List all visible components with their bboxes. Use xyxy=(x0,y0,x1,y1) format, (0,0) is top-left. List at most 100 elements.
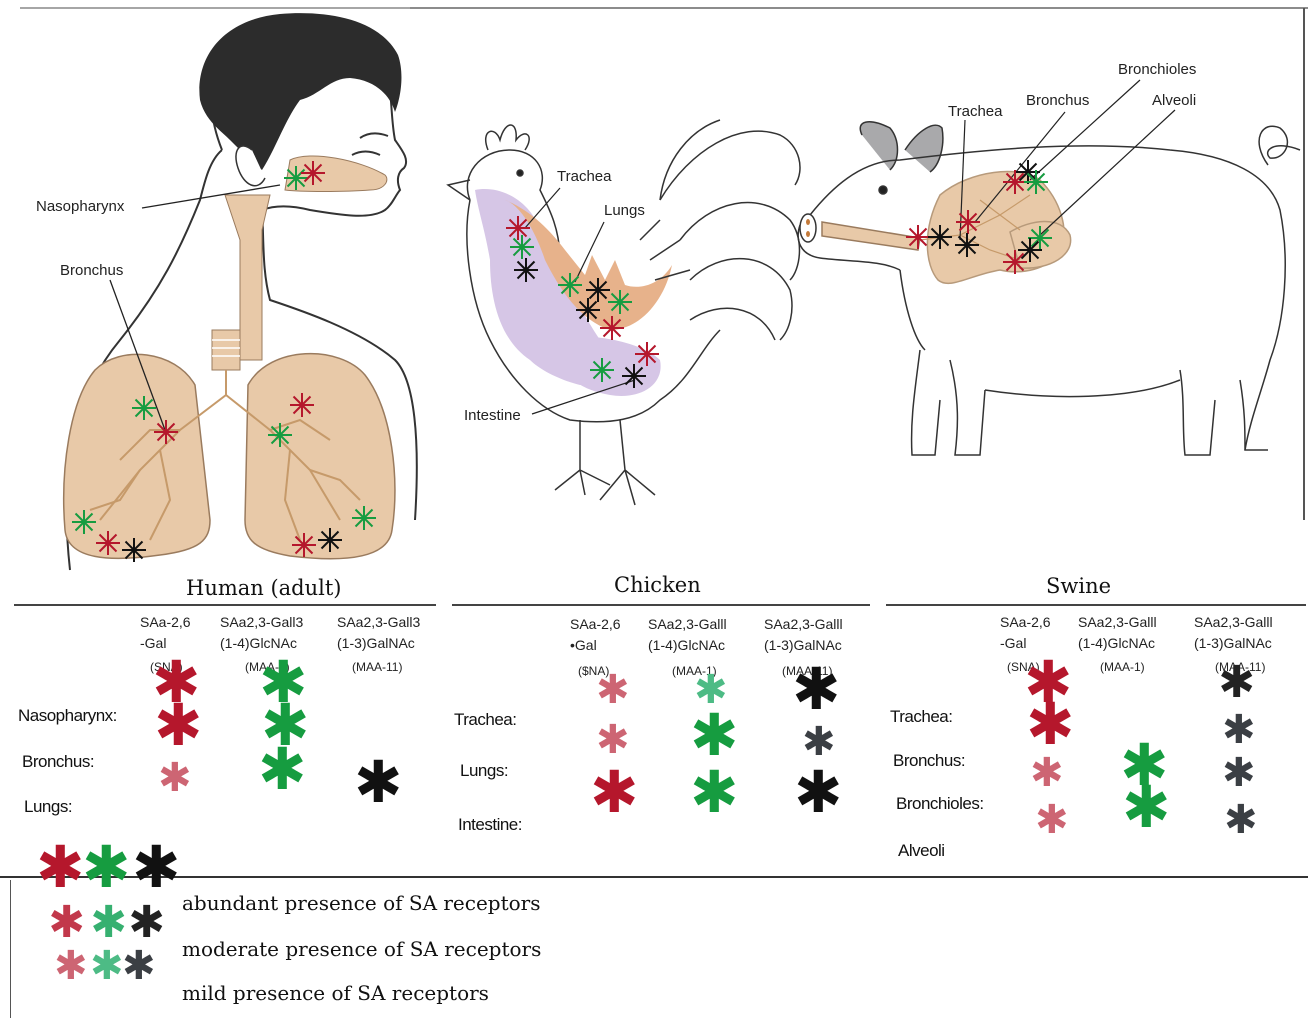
legend-abundant-red-asterisk: ✱ xyxy=(36,838,85,896)
human-lungs-maa11-asterisk: ✱ xyxy=(354,753,403,811)
human-figure xyxy=(64,13,417,570)
receptor-marker-black xyxy=(514,258,538,282)
legend-moderate: moderate presence of SA receptors xyxy=(182,937,541,961)
receptor-marker-green xyxy=(72,510,96,534)
human-rule xyxy=(14,604,436,606)
receptor-marker-green xyxy=(284,166,308,190)
human-title: Human (adult) xyxy=(186,576,342,600)
swine-bronchus-maa11-asterisk: ✱ xyxy=(1222,710,1256,750)
swine-row-bronchus: Bronchus: xyxy=(893,751,965,771)
chicken-lungs-maa1-asterisk: ✱ xyxy=(690,706,739,764)
label-chicken-intestine: Intestine xyxy=(464,407,521,424)
label-chicken-trachea: Trachea xyxy=(557,168,611,185)
chicken-trachea-maa11-asterisk: ✱ xyxy=(792,660,841,718)
receptor-marker-green xyxy=(352,506,376,530)
species-illustrations xyxy=(0,0,1308,580)
receptor-marker-red xyxy=(956,210,980,234)
legend-abundant: abundant presence of SA receptors xyxy=(182,891,541,915)
swine-title: Swine xyxy=(1046,574,1111,598)
chicken-col-sna: SAa-2,6•Gal xyxy=(570,614,621,656)
receptor-marker-red xyxy=(292,533,316,557)
legend-moderate-green-asterisk: ✱ xyxy=(90,901,127,945)
swine-row-trachea: Trachea: xyxy=(890,707,952,727)
receptor-marker-green xyxy=(558,273,582,297)
receptor-marker-red xyxy=(635,342,659,366)
receptor-marker-black xyxy=(955,233,979,257)
receptor-marker-green xyxy=(1024,170,1048,194)
human-row-nasopharynx: Nasopharynx: xyxy=(18,706,117,726)
swine-row-alveoli: Alveoli xyxy=(898,841,945,861)
pig-figure xyxy=(798,80,1300,455)
chicken-row-lungs: Lungs: xyxy=(460,761,508,781)
swine-col-maa1: SAa2,3-Galll(1-4)GlcNAc xyxy=(1078,612,1157,654)
receptor-marker-red xyxy=(301,161,325,185)
label-swine-trachea: Trachea xyxy=(948,103,1002,120)
chicken-intestine-sna-asterisk: ✱ xyxy=(590,763,639,821)
chicken-lungs-sna-asterisk: ✱ xyxy=(596,720,630,760)
legend-left-border xyxy=(10,880,11,1018)
swine-bronchus-sna-asterisk: ✱ xyxy=(1026,695,1075,753)
human-row-bronchus: Bronchus: xyxy=(22,752,94,772)
chicken-intestine-maa1-asterisk: ✱ xyxy=(690,763,739,821)
chicken-rule xyxy=(452,604,870,606)
legend-divider xyxy=(0,876,1308,878)
swine-row-bronchioles: Bronchioles: xyxy=(896,794,984,814)
legend-moderate-red-asterisk: ✱ xyxy=(48,901,85,945)
receptor-marker-black xyxy=(622,364,646,388)
receptor-marker-red xyxy=(506,216,530,240)
receptor-marker-red xyxy=(1003,170,1027,194)
human-col-maa11: SAa2,3-Gall3(1-3)GalNAc xyxy=(337,612,420,654)
human-bronchus-sna-asterisk: ✱ xyxy=(154,696,203,754)
swine-alveoli-maa11-asterisk: ✱ xyxy=(1224,800,1258,840)
chicken-row-trachea: Trachea: xyxy=(454,710,516,730)
swine-rule xyxy=(886,604,1306,606)
receptor-marker-black xyxy=(928,225,952,249)
human-code-maa11: (MAA-11) xyxy=(352,660,402,674)
swine-col-maa11: SAa2,3-Galll(1-3)GalNAc xyxy=(1194,612,1273,654)
swine-alveoli-maa1-asterisk: ✱ xyxy=(1122,778,1171,836)
receptor-marker-red xyxy=(600,316,624,340)
chicken-title: Chicken xyxy=(614,573,701,597)
legend-mild: mild presence of SA receptors xyxy=(182,981,489,1005)
receptor-marker-green xyxy=(608,290,632,314)
receptor-marker-red xyxy=(290,393,314,417)
human-row-lungs: Lungs: xyxy=(24,797,72,817)
chicken-figure xyxy=(448,120,800,505)
receptor-marker-green xyxy=(1028,226,1052,250)
receptor-marker-black xyxy=(318,528,342,552)
receptor-marker-red xyxy=(1003,250,1027,274)
swine-alveoli-sna-asterisk: ✱ xyxy=(1035,800,1069,840)
receptor-marker-red xyxy=(906,225,930,249)
legend-mild-green-asterisk: ✱ xyxy=(90,946,124,986)
legend-abundant-black-asterisk: ✱ xyxy=(132,838,181,896)
legend-moderate-black-asterisk: ✱ xyxy=(128,901,165,945)
receptor-marker-black xyxy=(1018,238,1042,262)
human-lungs-maa1-asterisk: ✱ xyxy=(258,740,307,798)
receptor-marker-red xyxy=(96,531,120,555)
chicken-col-maa1: SAa2,3-Galll(1-4)GlcNAc xyxy=(648,614,727,656)
receptor-marker-green xyxy=(590,358,614,382)
receptor-marker-green xyxy=(268,423,292,447)
chicken-row-intestine: Intestine: xyxy=(458,815,522,835)
receptor-marker-red xyxy=(154,420,178,444)
chicken-col-maa11: SAa2,3-Galll(1-3)GalNAc xyxy=(764,614,843,656)
receptor-marker-black xyxy=(576,298,600,322)
swine-trachea-maa11-asterisk: ✱ xyxy=(1218,661,1255,705)
legend-mild-red-asterisk: ✱ xyxy=(54,946,88,986)
label-nasopharynx: Nasopharynx xyxy=(36,198,124,215)
label-swine-bronchus: Bronchus xyxy=(1026,92,1089,109)
human-lungs-sna-asterisk: ✱ xyxy=(158,758,192,798)
swine-bronchioles-sna-asterisk: ✱ xyxy=(1030,753,1064,793)
receptor-marker-black xyxy=(122,538,146,562)
legend-mild-black-asterisk: ✱ xyxy=(122,946,156,986)
chicken-trachea-sna-asterisk: ✱ xyxy=(596,670,630,710)
legend-abundant-green-asterisk: ✱ xyxy=(82,838,131,896)
chicken-intestine-maa11-asterisk: ✱ xyxy=(794,763,843,821)
label-chicken-lungs: Lungs xyxy=(604,202,645,219)
swine-bronchioles-maa11-asterisk: ✱ xyxy=(1222,753,1256,793)
label-bronchus: Bronchus xyxy=(60,262,123,279)
label-swine-bronchioles: Bronchioles xyxy=(1118,61,1196,78)
label-swine-alveoli: Alveoli xyxy=(1152,92,1196,109)
receptor-marker-green xyxy=(510,235,534,259)
receptor-marker-black xyxy=(586,278,610,302)
